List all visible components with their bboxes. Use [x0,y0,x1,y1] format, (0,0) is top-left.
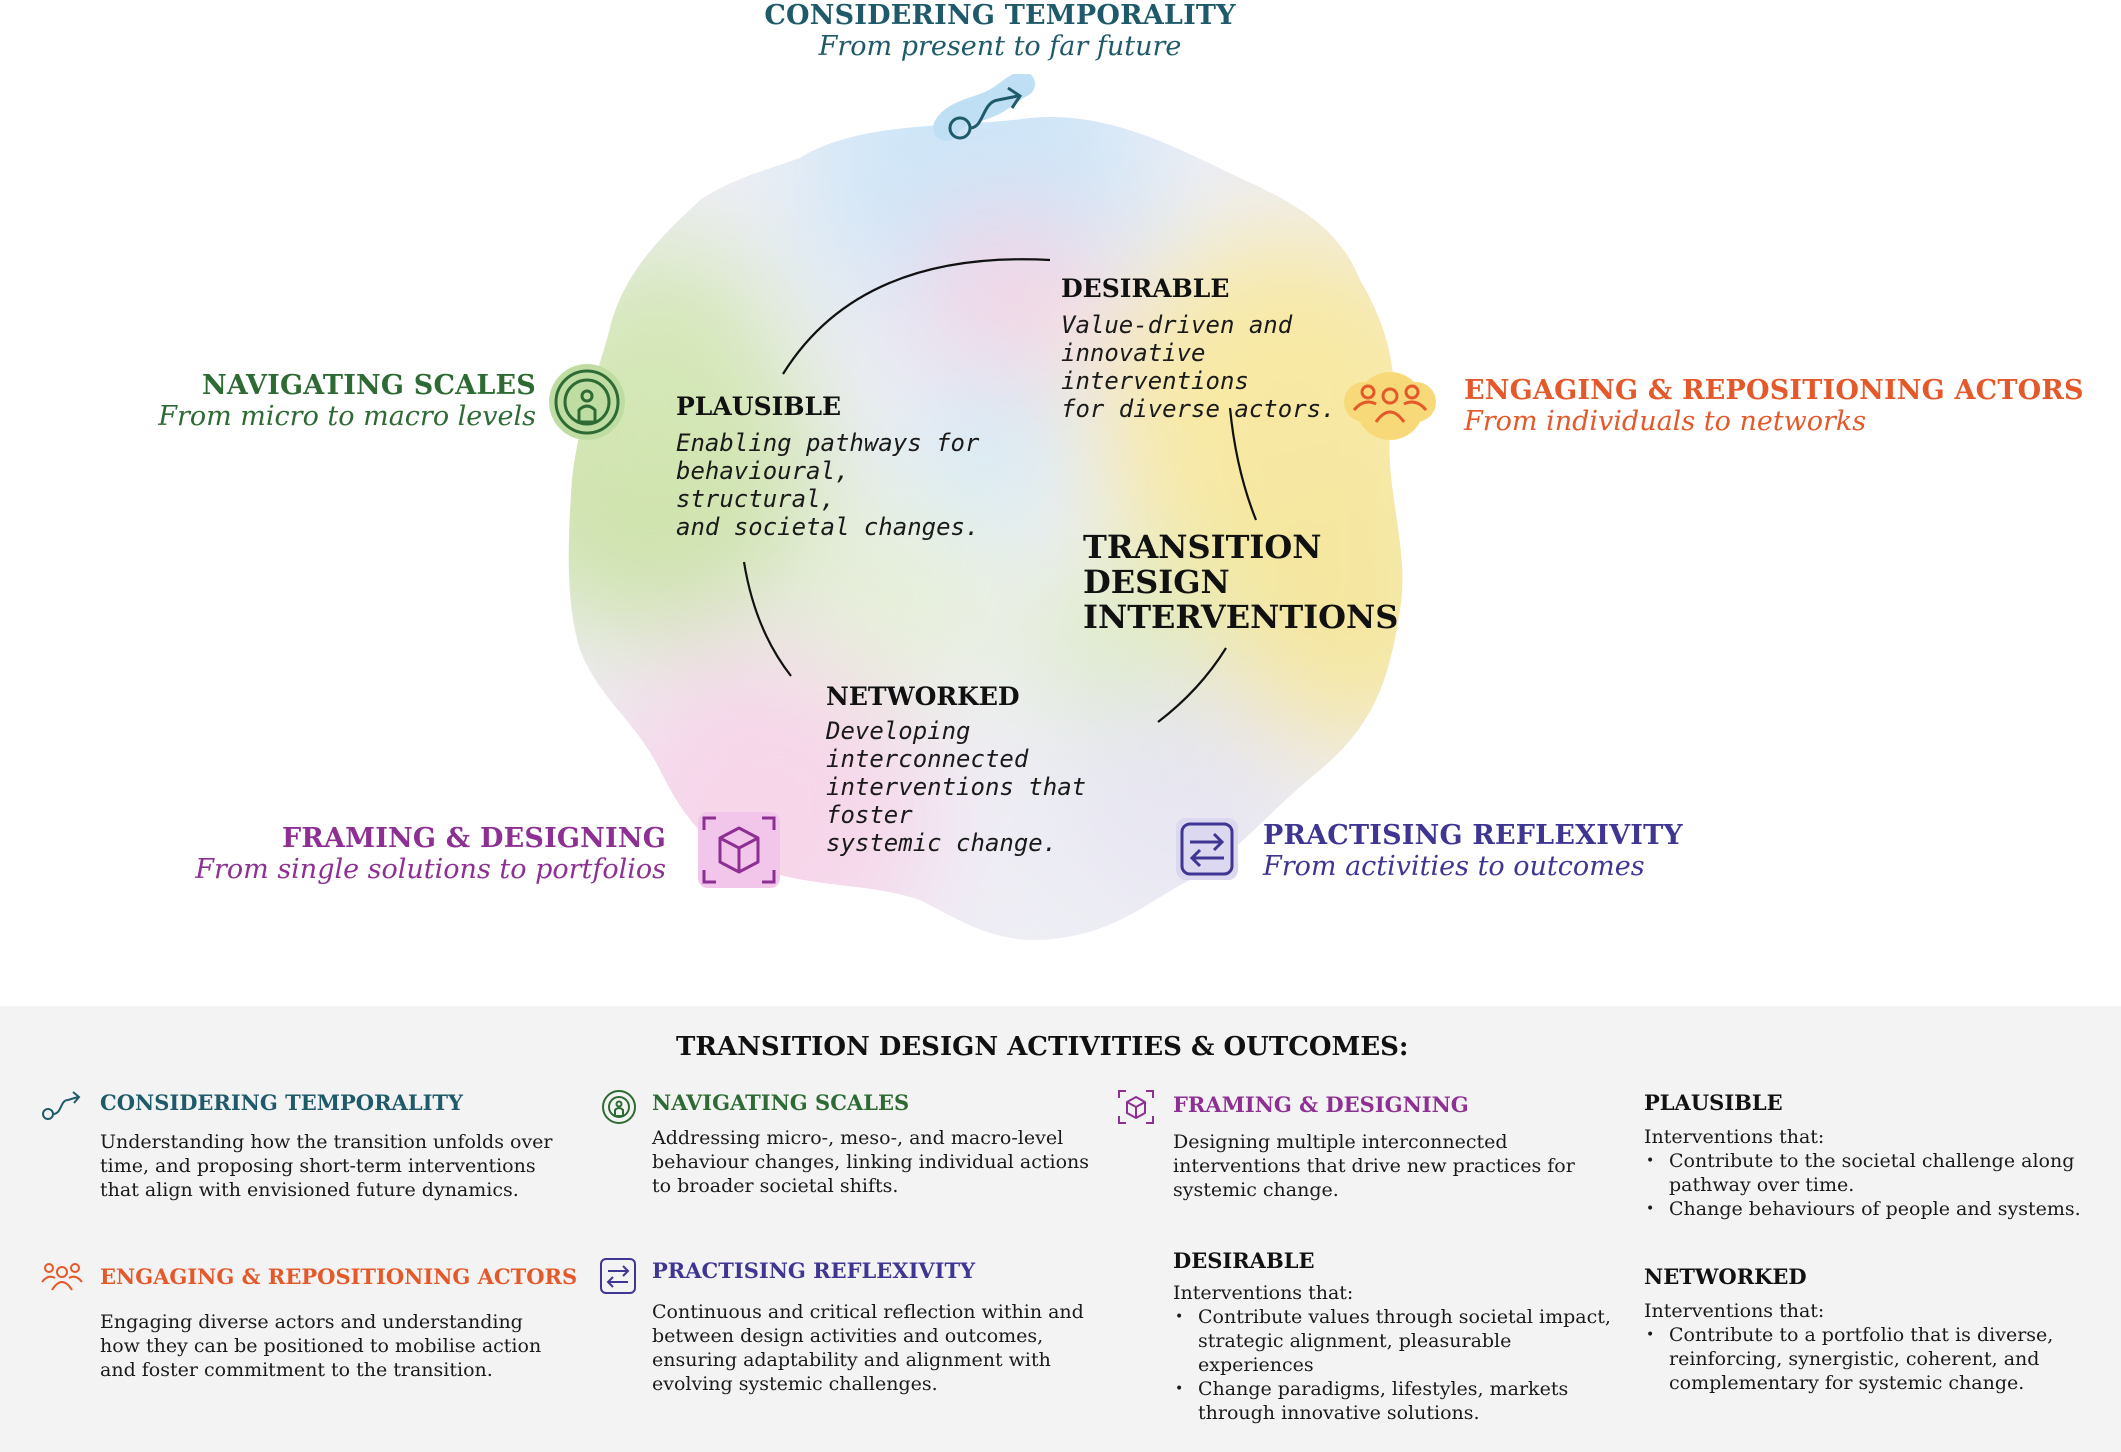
list-item: Change behaviours of people and systems. [1644,1197,2094,1221]
node-desirable-title: DESIRABLE [1061,274,1230,303]
panel-heading: TRANSITION DESIGN ACTIVITIES & OUTCOMES: [676,1032,1409,1062]
outcome-desirable-list: Contribute values through societal impac… [1173,1305,1613,1425]
tag-temporality: CONSIDERING TEMPORALITY From present to … [700,0,1300,62]
outcome-desirable-title: DESIRABLE [1173,1248,1315,1273]
activity-scales-text: Addressing micro-, meso-, and macro-leve… [652,1127,1089,1197]
node-networked: NETWORKED Developing interconnected inte… [826,682,1186,857]
node-networked-text: Developing interconnected interventions … [826,717,1186,857]
tag-scales-title: NAVIGATING SCALES [201,370,536,401]
swap-arrows-icon [1176,818,1238,880]
node-desirable-line: Value-driven and [1061,311,1293,339]
node-networked-title: NETWORKED [826,682,1020,711]
node-networked-line: Developing interconnected [826,717,1029,773]
outcome-plausible-intro: Interventions that: [1644,1126,1825,1148]
cycle-arc-left [742,561,792,677]
tag-framing-title: FRAMING & DESIGNING [281,823,666,854]
center-title: TRANSITION DESIGN INTERVENTIONS [1083,530,1398,635]
node-networked-line: systemic change. [826,829,1058,857]
activity-actors-title: ENGAGING & REPOSITIONING ACTORS [100,1264,578,1289]
outcome-plausible-list: Contribute to the societal challenge alo… [1644,1149,2094,1221]
activity-framing-title: FRAMING & DESIGNING [1173,1092,1469,1117]
activity-reflexivity-title: PRACTISING REFLEXIVITY [652,1258,976,1283]
node-plausible-line: and societal changes. [676,513,980,541]
node-plausible: PLAUSIBLE Enabling pathways for behaviou… [676,392,996,541]
center-title-line: TRANSITION [1083,528,1322,566]
center-title-line: INTERVENTIONS [1083,598,1399,636]
tag-temporality-title: CONSIDERING TEMPORALITY [764,0,1236,31]
tag-actors-subtitle: From individuals to networks [1464,406,1867,437]
activity-reflexivity-text: Continuous and critical reflection withi… [652,1301,1084,1395]
node-plausible-line: behavioural, structural, [676,457,850,513]
framed-cube-icon [1118,1090,1154,1124]
node-desirable-text: Value-driven and innovative intervention… [1061,311,1401,423]
tag-reflexivity-subtitle: From activities to outcomes [1263,851,1645,882]
framed-cube-icon [698,812,780,888]
list-item: Change paradigms, lifestyles, markets th… [1173,1377,1613,1425]
path-arrow-icon [42,1091,81,1120]
node-desirable: DESIRABLE Value-driven and innovative in… [1061,274,1401,423]
activity-scales-title: NAVIGATING SCALES [652,1090,910,1115]
tag-scales: NAVIGATING SCALES From micro to macro le… [100,370,536,432]
tag-reflexivity-title: PRACTISING REFLEXIVITY [1263,820,1683,851]
outcome-desirable: DESIRABLE Interventions that: Contribute… [1173,1248,1613,1425]
node-desirable-line: for diverse actors. [1061,395,1336,423]
cycle-arc-bottom [1157,647,1227,723]
activity-framing-text: Designing multiple interconnected interv… [1173,1131,1575,1201]
tag-reflexivity: PRACTISING REFLEXIVITY From activities t… [1263,820,1823,882]
activities-outcomes-panel: TRANSITION DESIGN ACTIVITIES & OUTCOMES:… [0,1006,2121,1452]
activity-temporality-text: Understanding how the transition unfolds… [100,1131,553,1201]
outcome-networked: NETWORKED Interventions that: Contribute… [1644,1264,2074,1395]
tag-temporality-subtitle: From present to far future [818,31,1182,62]
tag-actors-title: ENGAGING & REPOSITIONING ACTORS [1464,375,2084,406]
outcome-networked-intro: Interventions that: [1644,1300,1825,1322]
node-plausible-text: Enabling pathways for behavioural, struc… [676,429,996,541]
people-group-icon [41,1263,83,1291]
tag-actors: ENGAGING & REPOSITIONING ACTORS From ind… [1464,375,2084,437]
node-plausible-title: PLAUSIBLE [676,392,842,421]
path-arrow-icon [933,74,1035,141]
outcome-networked-list: Contribute to a portfolio that is divers… [1644,1323,2074,1395]
node-plausible-line: Enabling pathways for [676,429,980,457]
node-networked-line: interventions that foster [826,773,1087,829]
tag-framing: FRAMING & DESIGNING From single solution… [160,823,666,885]
tag-framing-subtitle: From single solutions to portfolios [195,854,666,885]
concentric-person-icon [602,1090,636,1124]
activity-temporality-title: CONSIDERING TEMPORALITY [100,1090,464,1115]
outcome-plausible: PLAUSIBLE Interventions that: Contribute… [1644,1090,2094,1221]
diagram-background [568,116,1403,941]
cycle-arc-top [782,258,1051,375]
outcome-desirable-intro: Interventions that: [1173,1282,1354,1304]
outcome-networked-title: NETWORKED [1644,1264,1807,1289]
cycle-arc-right [1228,407,1258,521]
swap-arrows-icon [600,1258,636,1294]
list-item: Contribute to the societal challenge alo… [1644,1149,2094,1197]
list-item: Contribute values through societal impac… [1173,1305,1613,1377]
outcome-plausible-title: PLAUSIBLE [1644,1090,1783,1115]
activity-actors-text: Engaging diverse actors and understandin… [100,1311,542,1381]
concentric-person-icon [549,364,625,440]
center-title-line: DESIGN [1083,563,1230,601]
list-item: Contribute to a portfolio that is divers… [1644,1323,2074,1395]
node-desirable-line: innovative interventions [1061,339,1249,395]
tag-scales-subtitle: From micro to macro levels [158,401,536,432]
people-group-icon [1344,372,1436,440]
